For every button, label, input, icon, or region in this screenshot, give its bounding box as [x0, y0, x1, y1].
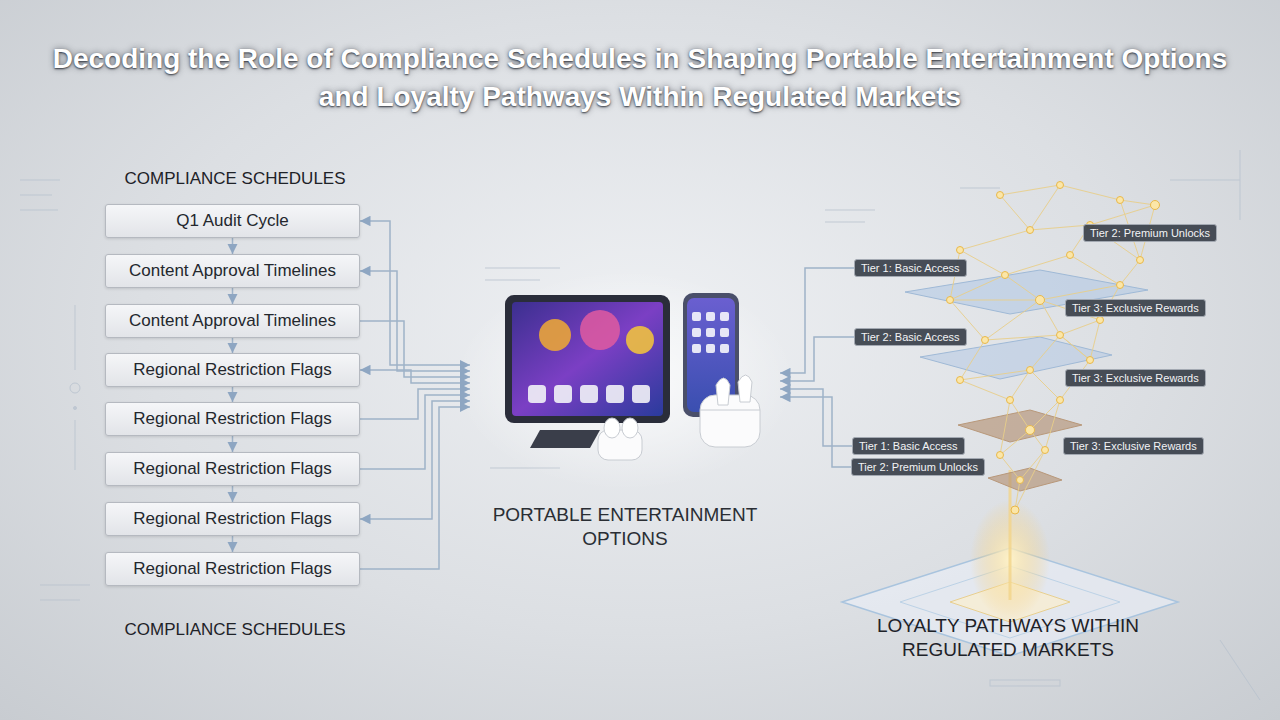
connector [232, 486, 234, 502]
schedule-box: Regional Restriction Flags [105, 452, 360, 486]
connector [232, 536, 234, 552]
box-text: Regional Restriction Flags [133, 360, 331, 380]
schedule-box: Regional Restriction Flags [105, 353, 360, 387]
connector [780, 268, 854, 373]
schedule-box: Regional Restriction Flags [105, 552, 360, 586]
box-text: Tier 2: Premium Unlocks [1090, 227, 1210, 239]
box-text: Regional Restriction Flags [133, 409, 331, 429]
schedule-box: Q1 Audit Cycle [105, 204, 360, 238]
connector [780, 397, 851, 467]
connector [360, 370, 470, 383]
tier-tag: Tier 1: Basic Access [854, 259, 967, 277]
section-label: COMPLIANCE SCHEDULES [85, 618, 385, 642]
tier-tag: Tier 3: Exclusive Rewards [1065, 369, 1206, 387]
connector [232, 436, 234, 452]
box-text: Tier 1: Basic Access [859, 440, 958, 452]
box-text: Tier 3: Exclusive Rewards [1072, 302, 1199, 314]
section-label: LOYALTY PATHWAYS WITHIN REGULATED MARKET… [858, 614, 1158, 662]
connector [360, 321, 470, 377]
schedule-box: Content Approval Timelines [105, 254, 360, 288]
box-text: Content Approval Timelines [129, 311, 336, 331]
tier-tag: Tier 2: Premium Unlocks [1083, 224, 1217, 242]
schedule-box: Regional Restriction Flags [105, 402, 360, 436]
connector [232, 288, 234, 304]
title: Decoding the Role of Compliance Schedule… [40, 40, 1240, 116]
box-text: Tier 3: Exclusive Rewards [1070, 440, 1197, 452]
schedule-box: Content Approval Timelines [105, 304, 360, 338]
tier-tag: Tier 3: Exclusive Rewards [1065, 299, 1206, 317]
box-text: Regional Restriction Flags [133, 459, 331, 479]
box-text: Regional Restriction Flags [133, 559, 331, 579]
device-group: PORTABLE ENTERTAINMENT OPTIONS [470, 285, 780, 553]
schedule-box: Regional Restriction Flags [105, 502, 360, 536]
connector [360, 407, 470, 569]
box-text: Tier 2: Premium Unlocks [858, 461, 978, 473]
group-label: PORTABLE ENTERTAINMENT OPTIONS [488, 503, 763, 553]
box-text: Q1 Audit Cycle [176, 211, 288, 231]
connector [360, 221, 470, 365]
tier-tag: Tier 1: Basic Access [852, 437, 965, 455]
box-text: Tier 1: Basic Access [861, 262, 960, 274]
tier-tag: Tier 3: Exclusive Rewards [1063, 437, 1204, 455]
box-text: Tier 2: Basic Access [861, 331, 960, 343]
tier-tag: Tier 2: Premium Unlocks [851, 458, 985, 476]
connector [232, 387, 234, 402]
connector [232, 338, 234, 353]
box-text: Regional Restriction Flags [133, 509, 331, 529]
connector [780, 337, 854, 381]
connector [232, 238, 234, 254]
box-text: Tier 3: Exclusive Rewards [1072, 372, 1199, 384]
connector [360, 401, 470, 519]
section-label: COMPLIANCE SCHEDULES [85, 167, 385, 191]
box-text: Content Approval Timelines [129, 261, 336, 281]
connector [360, 389, 470, 419]
tier-tag: Tier 2: Basic Access [854, 328, 967, 346]
connector [360, 395, 470, 469]
